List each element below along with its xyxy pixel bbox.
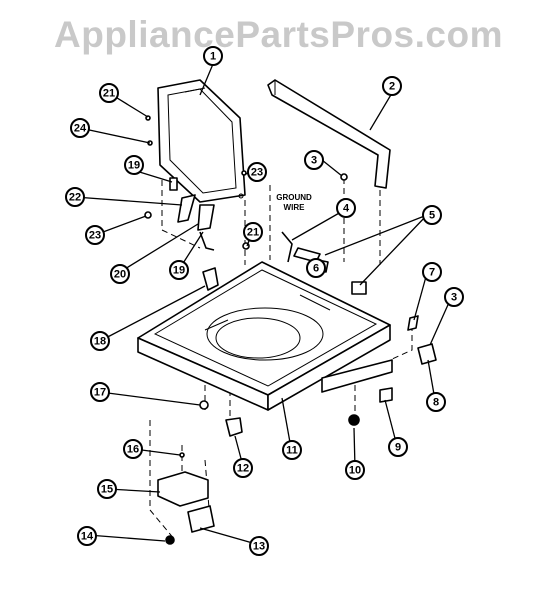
callout-number: 9 bbox=[395, 442, 401, 454]
cabinet-top bbox=[137, 261, 391, 411]
callout-number: 20 bbox=[114, 269, 126, 281]
watermark-logo: AppliancePartsPros.com bbox=[54, 14, 503, 55]
callout-19: 19 bbox=[169, 260, 189, 280]
callout-23: 23 bbox=[247, 162, 267, 182]
callout-circle bbox=[422, 262, 442, 282]
callout-number: 3 bbox=[451, 292, 457, 304]
callout-number: 4 bbox=[343, 203, 350, 215]
callout-circle bbox=[345, 460, 365, 480]
callout-number: 10 bbox=[349, 465, 361, 477]
callout-number: 14 bbox=[81, 531, 94, 543]
callout-3: 3 bbox=[304, 150, 324, 170]
callout-circle bbox=[110, 264, 130, 284]
callout-number: 11 bbox=[286, 445, 298, 457]
callout-circle bbox=[85, 225, 105, 245]
callout-11: 11 bbox=[282, 440, 302, 460]
lid bbox=[157, 79, 246, 203]
callout-number: 12 bbox=[237, 463, 249, 475]
callout-circle bbox=[77, 526, 97, 546]
callout-circle bbox=[124, 155, 144, 175]
callout-9: 9 bbox=[388, 437, 408, 457]
callout-23: 23 bbox=[85, 225, 105, 245]
callout-circle bbox=[444, 287, 464, 307]
callout-circle bbox=[90, 331, 110, 351]
callout-number: 15 bbox=[101, 484, 113, 496]
callout-15: 15 bbox=[97, 479, 117, 499]
callout-21: 21 bbox=[99, 83, 119, 103]
callout-number: 21 bbox=[103, 88, 115, 100]
callout-number: 18 bbox=[94, 336, 106, 348]
callout-circle bbox=[382, 76, 402, 96]
callout-number: 7 bbox=[429, 267, 435, 279]
callout-13: 13 bbox=[249, 536, 269, 556]
callout-19: 19 bbox=[124, 155, 144, 175]
callout-circle bbox=[306, 258, 326, 278]
callout-1: 1 bbox=[203, 46, 223, 66]
callout-8: 8 bbox=[426, 392, 446, 412]
callout-14: 14 bbox=[77, 526, 97, 546]
ground-wire-label-line2: WIRE bbox=[284, 203, 306, 212]
callout-number: 6 bbox=[313, 263, 319, 275]
callout-number: 1 bbox=[210, 51, 216, 63]
callout-number: 5 bbox=[429, 210, 435, 222]
callout-circle bbox=[247, 162, 267, 182]
callout-17: 17 bbox=[90, 382, 110, 402]
callout-number: 23 bbox=[89, 230, 101, 242]
callout-circle bbox=[70, 118, 90, 138]
callout-12: 12 bbox=[233, 458, 253, 478]
callout-circle bbox=[422, 205, 442, 225]
callout-circle bbox=[426, 392, 446, 412]
callout-21: 21 bbox=[243, 222, 263, 242]
callout-circle bbox=[123, 439, 143, 459]
rear-panel bbox=[267, 79, 391, 189]
callout-2: 2 bbox=[382, 76, 402, 96]
callout-number: 23 bbox=[251, 167, 263, 179]
callout-number: 3 bbox=[311, 155, 317, 167]
callout-number: 13 bbox=[253, 541, 265, 553]
callout-number: 24 bbox=[74, 123, 87, 135]
callout-number: 19 bbox=[173, 265, 185, 277]
callout-22: 22 bbox=[65, 187, 85, 207]
ground-wire-label-line1: GROUND bbox=[276, 193, 312, 202]
callout-circle bbox=[233, 458, 253, 478]
callout-10: 10 bbox=[345, 460, 365, 480]
callout-circle bbox=[169, 260, 189, 280]
callout-circle bbox=[65, 187, 85, 207]
callout-circle bbox=[97, 479, 117, 499]
callout-6: 6 bbox=[306, 258, 326, 278]
callout-number: 2 bbox=[389, 81, 395, 93]
callout-circle bbox=[388, 437, 408, 457]
callout-18: 18 bbox=[90, 331, 110, 351]
callout-5: 5 bbox=[422, 205, 442, 225]
callout-circle bbox=[203, 46, 223, 66]
callout-4: 4 bbox=[336, 198, 356, 218]
callout-number: 21 bbox=[247, 227, 259, 239]
callout-number: 19 bbox=[128, 160, 140, 172]
callout-24: 24 bbox=[70, 118, 90, 138]
callout-circle bbox=[249, 536, 269, 556]
small-parts bbox=[144, 115, 437, 545]
callout-number: 17 bbox=[94, 387, 106, 399]
callout-7: 7 bbox=[422, 262, 442, 282]
callout-3: 3 bbox=[444, 287, 464, 307]
callout-16: 16 bbox=[123, 439, 143, 459]
callout-circle bbox=[243, 222, 263, 242]
callout-number: 16 bbox=[127, 444, 139, 456]
callout-circle bbox=[90, 382, 110, 402]
callout-circle bbox=[336, 198, 356, 218]
callout-circle bbox=[304, 150, 324, 170]
callout-circle bbox=[282, 440, 302, 460]
callout-circle bbox=[99, 83, 119, 103]
callout-20: 20 bbox=[110, 264, 130, 284]
callout-number: 8 bbox=[433, 397, 439, 409]
callout-number: 22 bbox=[69, 192, 81, 204]
